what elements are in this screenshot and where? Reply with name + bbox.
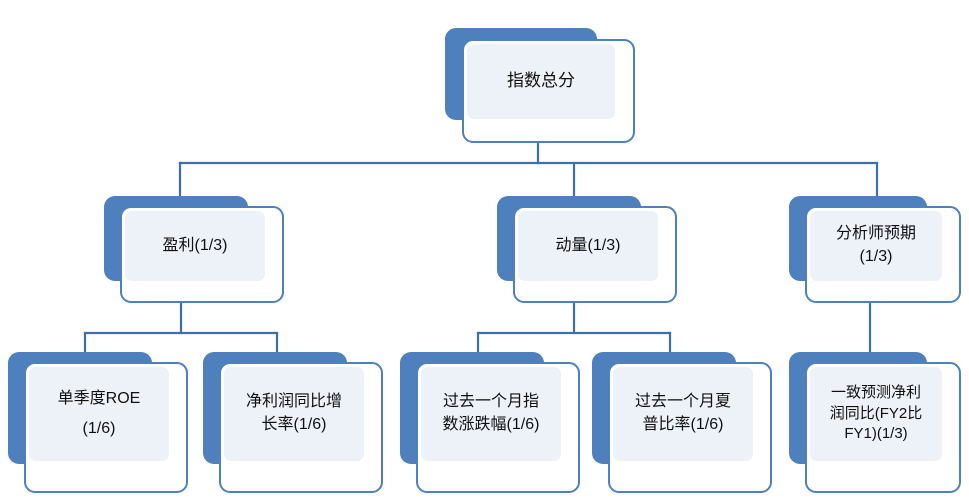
- node-analyst-panel: 分析师预期 (1/3): [810, 211, 942, 281]
- node-profit[interactable]: 盈利(1/3): [104, 196, 284, 303]
- node-sharpe-panel: 过去一个月夏 普比率(1/6): [613, 367, 753, 461]
- node-root[interactable]: 指数总分: [445, 28, 635, 143]
- node-analyst-label: 分析师预期 (1/3): [835, 225, 916, 265]
- node-momentum-label: 动量(1/3): [555, 236, 621, 254]
- node-net-profit-yoy-label: 净利润同比增 长率(1/6): [245, 393, 342, 433]
- node-index-return[interactable]: 过去一个月指 数涨跌幅(1/6): [400, 352, 580, 493]
- node-analyst[interactable]: 分析师预期 (1/3): [789, 196, 961, 303]
- node-roe[interactable]: 单季度ROE (1/6): [8, 352, 188, 493]
- node-sharpe-label: 过去一个月夏 普比率(1/6): [634, 393, 731, 433]
- node-fy2-fy1[interactable]: 一致预测净利 润同比(FY2比 FY1)(1/3): [789, 352, 961, 493]
- node-net-profit-yoy[interactable]: 净利润同比增 长率(1/6): [203, 352, 383, 493]
- node-fy2-fy1-panel: 一致预测净利 润同比(FY2比 FY1)(1/3): [810, 367, 942, 461]
- node-index-return-label: 过去一个月指 数涨跌幅(1/6): [442, 393, 540, 433]
- node-momentum[interactable]: 动量(1/3): [497, 196, 677, 303]
- node-root-label: 指数总分: [507, 71, 575, 91]
- node-index-return-panel: 过去一个月指 数涨跌幅(1/6): [421, 367, 561, 461]
- node-root-panel: 指数总分: [467, 44, 615, 119]
- node-fy2-fy1-label: 一致预测净利 润同比(FY2比 FY1)(1/3): [829, 383, 923, 443]
- node-momentum-panel: 动量(1/3): [518, 211, 658, 281]
- node-roe-label: 单季度ROE (1/6): [57, 390, 141, 437]
- node-profit-label: 盈利(1/3): [162, 236, 228, 254]
- node-net-profit-yoy-panel: 净利润同比增 长率(1/6): [224, 367, 364, 461]
- node-profit-panel: 盈利(1/3): [125, 211, 265, 281]
- node-sharpe[interactable]: 过去一个月夏 普比率(1/6): [592, 352, 772, 493]
- node-roe-panel: 单季度ROE (1/6): [29, 367, 169, 461]
